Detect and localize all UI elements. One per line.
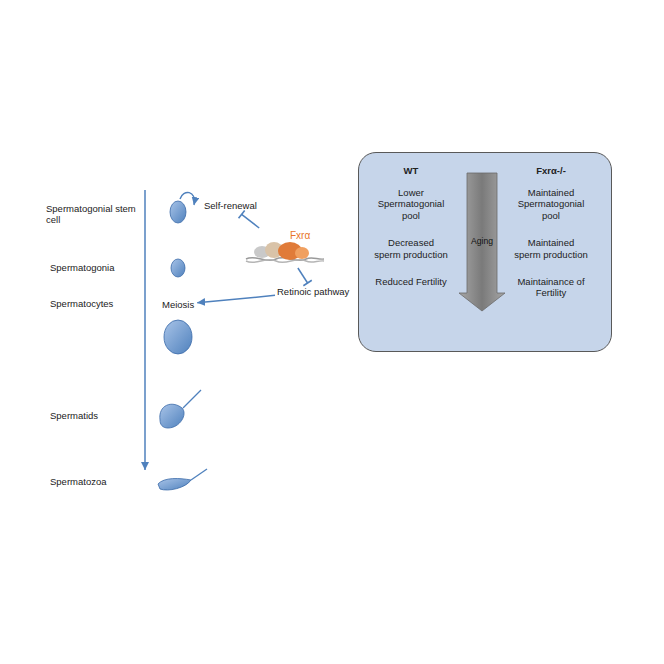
node-text: Meiosis bbox=[162, 299, 194, 310]
aging-arrow-outline bbox=[459, 173, 505, 311]
stage-label: Spermatocytes bbox=[50, 298, 113, 309]
node-text: Lower Spermatogonial pool bbox=[374, 187, 448, 221]
spermatid-tail bbox=[183, 390, 201, 408]
aging-arrow: Aging bbox=[459, 173, 505, 311]
comparison-panel: WT Fxrα-/- Lower Spermatogonial poolDecrea… bbox=[358, 152, 612, 352]
node-text: Reduced Fertility bbox=[374, 276, 448, 287]
text-node: Maintainance of Fertility bbox=[514, 276, 588, 299]
development-arrow bbox=[144, 190, 146, 470]
stage-label: Spermatozoa bbox=[50, 476, 107, 487]
column-heading: Fxrα-/- bbox=[536, 165, 566, 176]
spermatocyte-cell bbox=[164, 320, 192, 354]
node-text: Maintainance of Fertility bbox=[514, 276, 588, 299]
node-text: Fxrα bbox=[290, 230, 310, 242]
spermatozoon-tail bbox=[191, 469, 207, 480]
flow-arrow bbox=[197, 295, 275, 302]
stem-cell bbox=[170, 201, 186, 223]
text-node: Decreased sperm production bbox=[374, 237, 448, 260]
spermatid-cell bbox=[160, 404, 184, 428]
text-node: Meiosis bbox=[162, 299, 194, 310]
stage-label: Spermatogonial stem cell bbox=[46, 203, 142, 226]
spermatogonium-cell bbox=[171, 259, 185, 277]
dna-strand bbox=[246, 260, 324, 263]
node-text: Aging bbox=[459, 236, 505, 246]
spermatozoon-cell bbox=[158, 479, 191, 490]
node-text: Retinoic pathway bbox=[277, 286, 349, 297]
fxr-blob bbox=[295, 247, 309, 259]
node-text: Maintained Spermatogonial pool bbox=[514, 187, 588, 221]
text-node: Self-renewal bbox=[204, 200, 257, 211]
inhibition-line bbox=[298, 268, 308, 283]
text-node: Maintained Spermatogonial pool bbox=[514, 187, 588, 221]
self-renewal-loop bbox=[180, 192, 194, 205]
node-text: Decreased sperm production bbox=[374, 237, 448, 260]
text-node: Retinoic pathway bbox=[277, 286, 349, 297]
stage-label: Spermatids bbox=[50, 410, 98, 421]
column-heading: WT bbox=[404, 165, 419, 176]
node-text: Maintained sperm production bbox=[514, 237, 588, 260]
stage-label: Spermatogonia bbox=[50, 262, 114, 273]
text-node: Reduced Fertility bbox=[374, 276, 448, 287]
fxr-dna-illustration bbox=[246, 230, 324, 266]
fxr-receptor: Fxrα bbox=[246, 230, 324, 266]
inhibition-line bbox=[242, 214, 260, 228]
node-text: Self-renewal bbox=[204, 200, 257, 211]
text-node: Lower Spermatogonial pool bbox=[374, 187, 448, 221]
text-node: Maintained sperm production bbox=[514, 237, 588, 260]
